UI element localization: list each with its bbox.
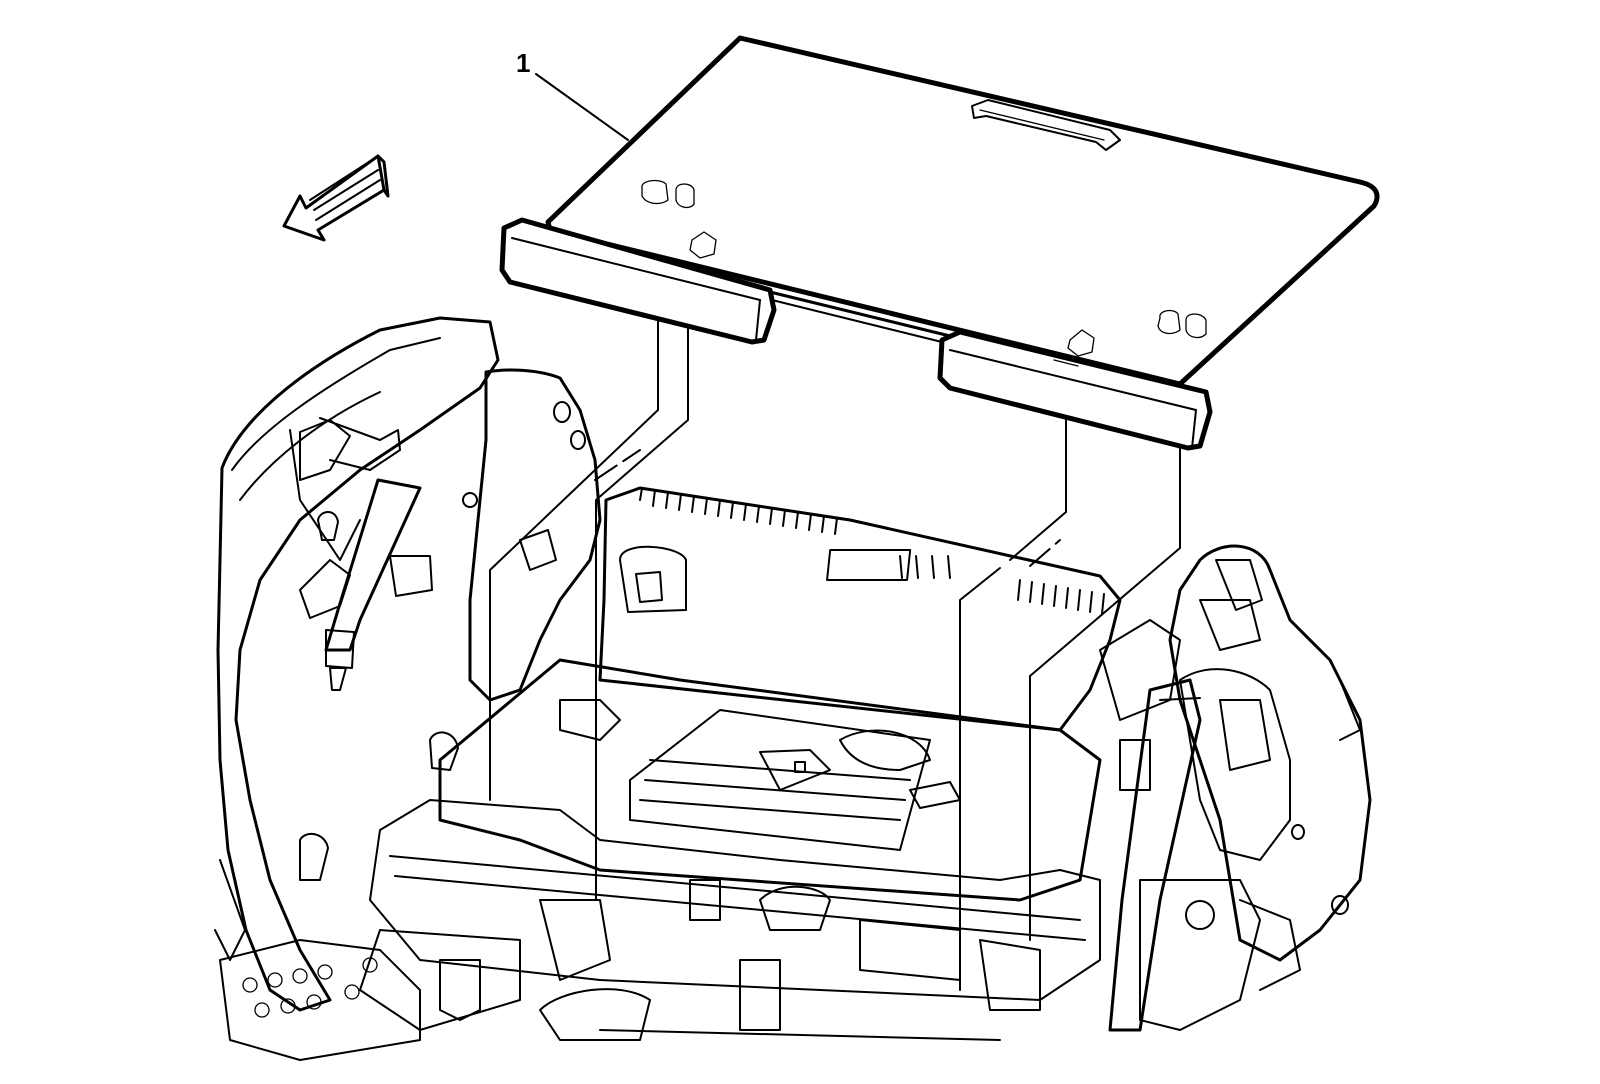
rear-floor-frame: [359, 658, 1102, 1041]
callout-1-label: 1: [516, 48, 530, 78]
cargo-cover: [499, 35, 1380, 451]
left-seat-belt: [299, 478, 433, 691]
right-seat-belt: [1099, 619, 1301, 1032]
left-seat-bracket: [219, 939, 481, 1061]
rear-bulkhead-panel: [598, 486, 1122, 732]
left-pillar-trim: [299, 368, 602, 881]
forward-direction-arrow-icon: [282, 154, 390, 242]
callout-1: 1: [516, 48, 629, 141]
right-quarter-panel: [1168, 544, 1372, 962]
left-quarter-panel: [214, 316, 500, 1012]
